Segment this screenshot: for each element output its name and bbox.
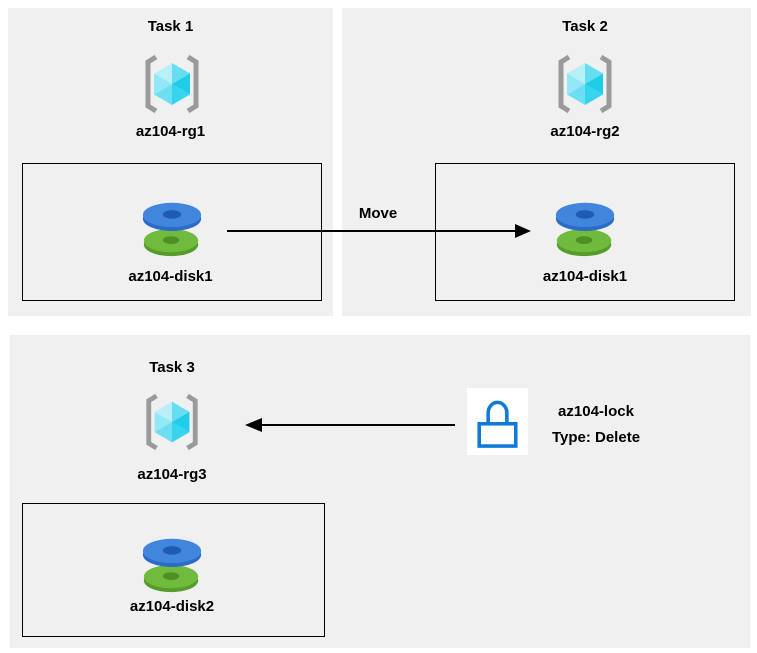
task2-resource-group-label: az104-rg2 — [550, 123, 620, 140]
move-arrow-label: Move — [358, 205, 398, 222]
managed-disk-icon — [142, 538, 202, 593]
task1-resource-group-label: az104-rg1 — [135, 123, 206, 140]
task3-resource-group-label: az104-rg3 — [137, 466, 207, 483]
managed-disk-icon — [142, 202, 202, 257]
lock-arrow — [245, 418, 455, 432]
lock-name-label: az104-lock — [558, 403, 634, 420]
task3-title: Task 3 — [149, 359, 195, 376]
task1-disk-label: az104-disk1 — [128, 268, 213, 285]
managed-disk-icon — [555, 202, 615, 257]
padlock-glyph — [477, 400, 518, 448]
resource-group-icon — [141, 392, 203, 452]
task2-panel: Task 2 az104-rg2 az104-disk1 — [342, 8, 751, 316]
lock-caption: az104-lock Type: Delete — [516, 399, 676, 451]
move-arrow — [227, 224, 531, 238]
task3-panel: Task 3 az104-rg3 az104-disk2 az104-lock … — [10, 335, 750, 648]
task3-disk-label: az104-disk2 — [129, 598, 215, 615]
resource-group-icon — [140, 53, 204, 115]
task3-disk-box — [22, 503, 325, 637]
resource-group-icon — [553, 53, 617, 115]
task2-title: Task 2 — [562, 18, 608, 35]
lock-type-label: Type: Delete — [551, 429, 641, 446]
lock-icon — [467, 388, 528, 455]
task1-panel: Task 1 az104-rg1 az104-disk1 — [8, 8, 333, 316]
task2-disk-label: az104-disk1 — [542, 268, 628, 285]
task1-title: Task 1 — [147, 18, 194, 35]
